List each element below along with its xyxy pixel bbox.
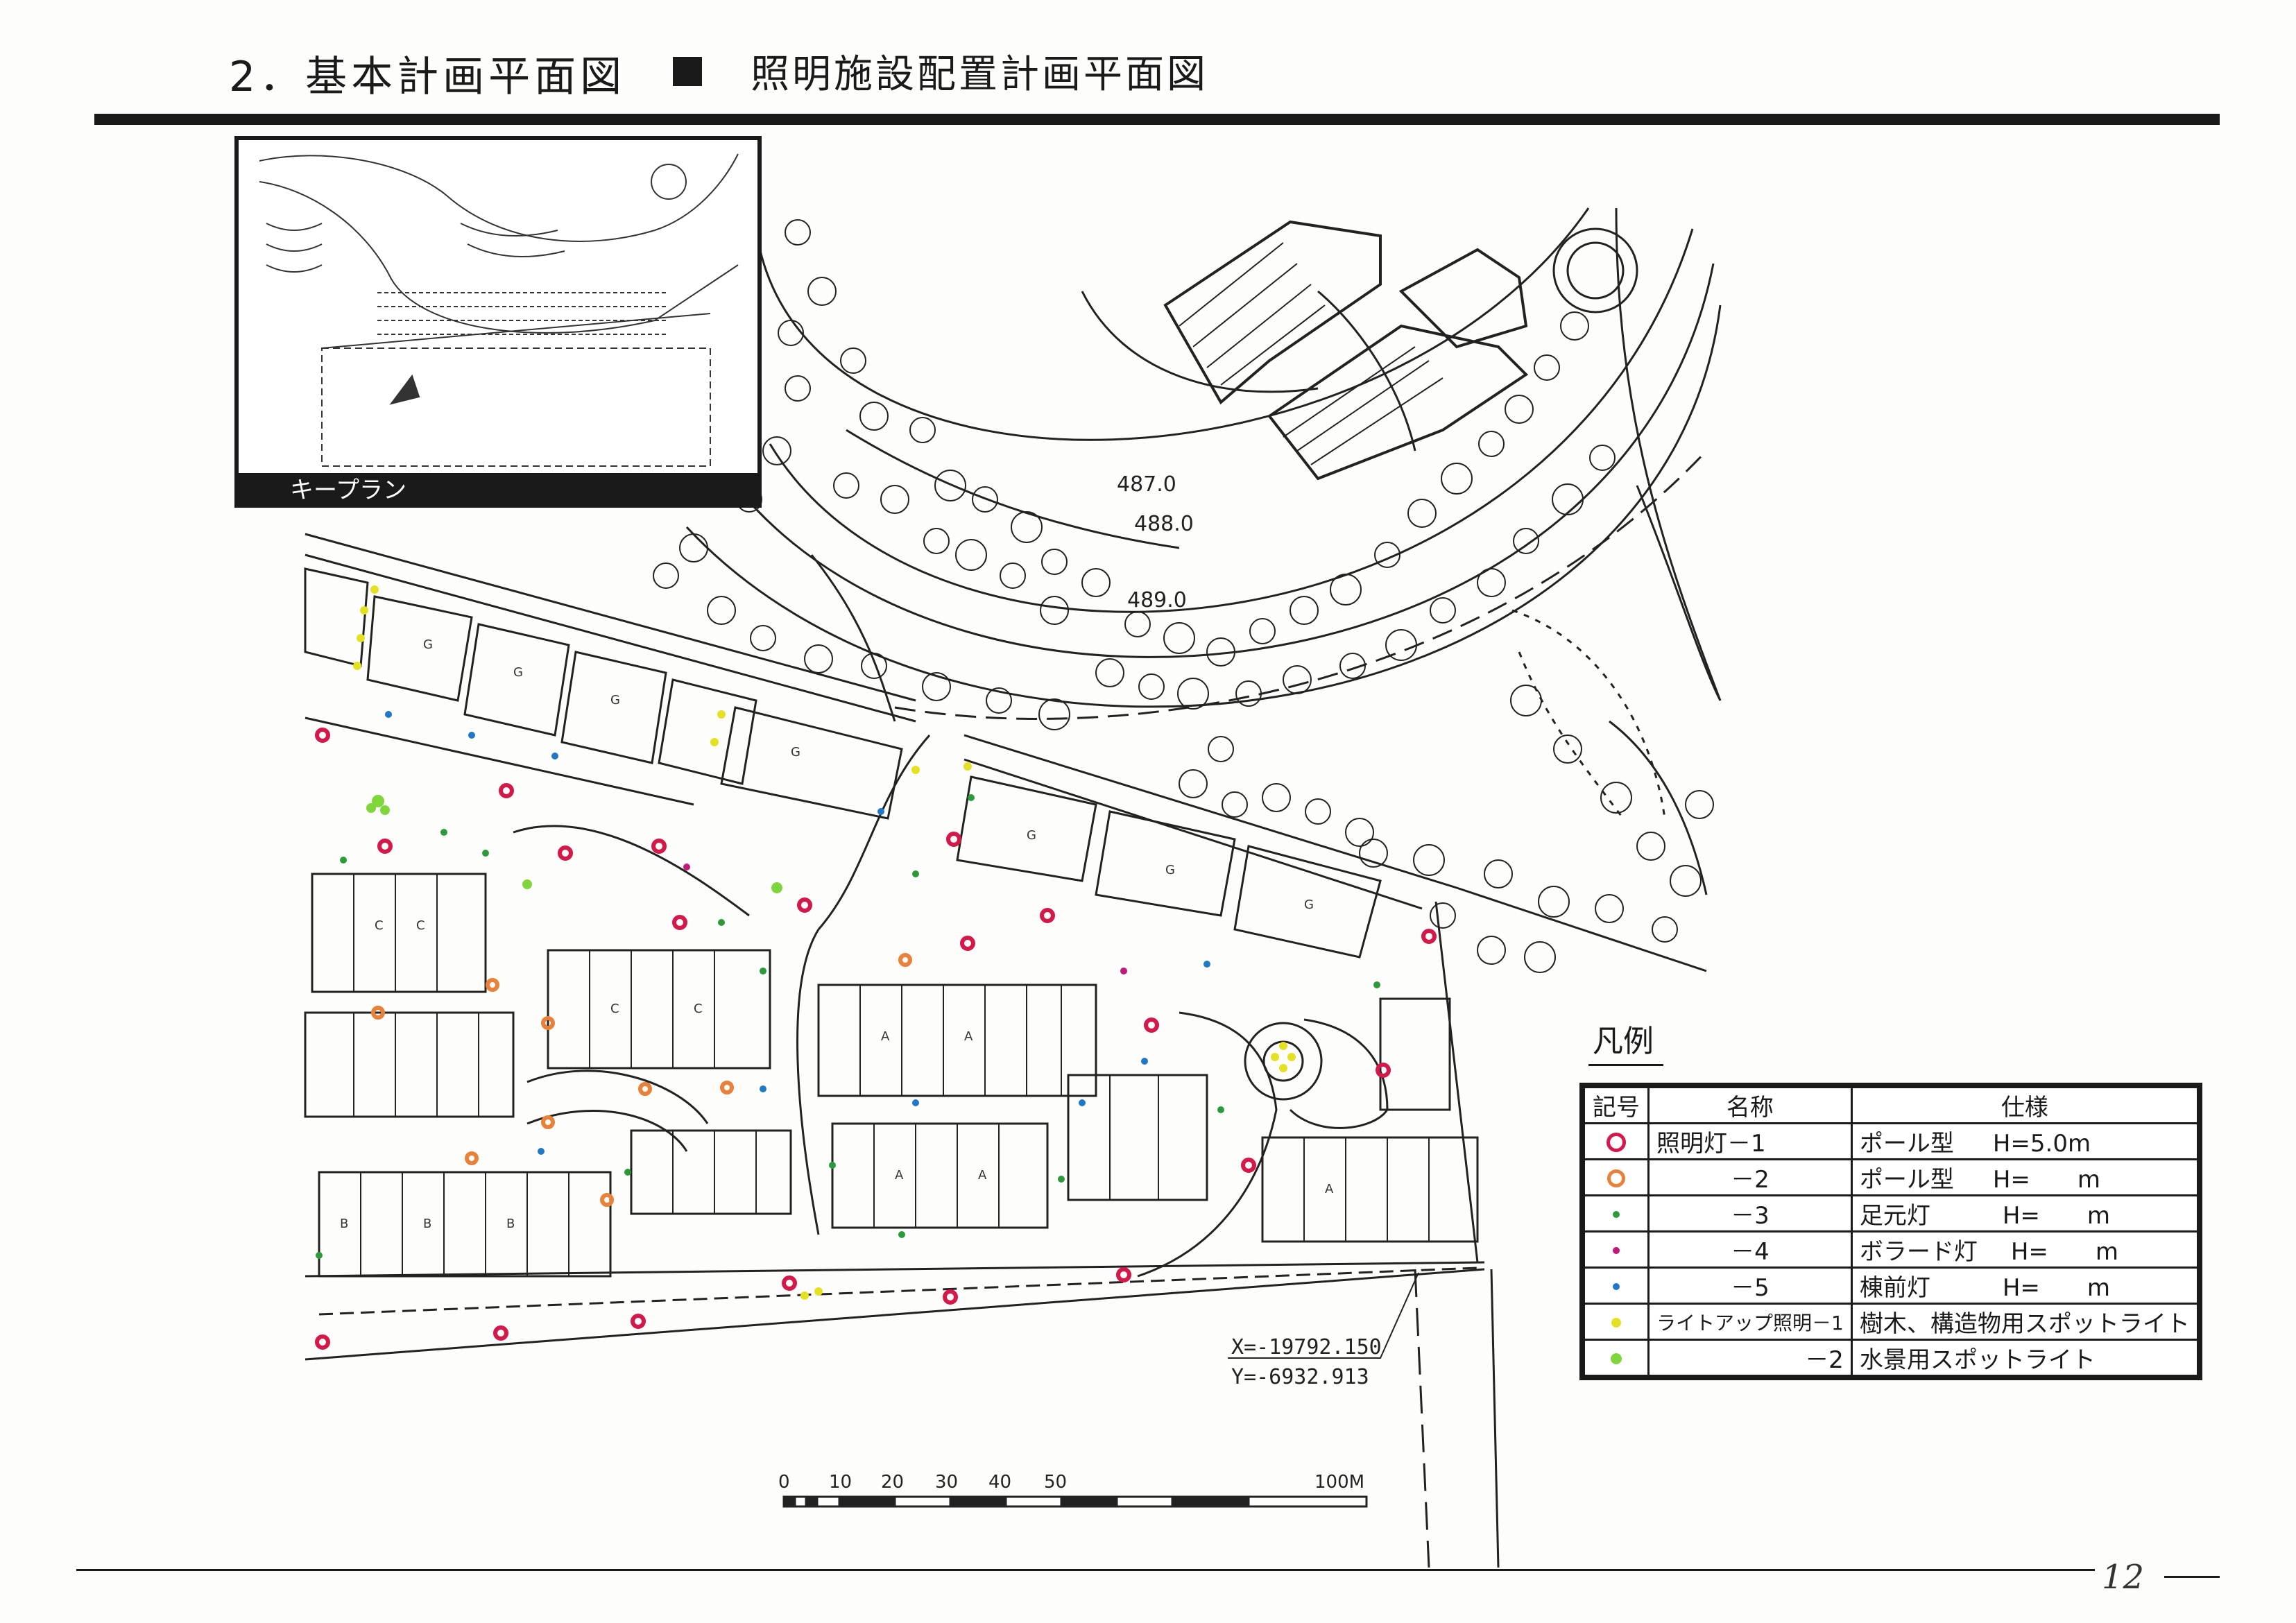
svg-text:A: A — [881, 1029, 890, 1044]
svg-text:A: A — [1325, 1182, 1334, 1196]
svg-text:G: G — [423, 637, 433, 652]
svg-text:A: A — [978, 1168, 987, 1183]
legend-col-symbol: 記号 — [1583, 1086, 1650, 1124]
svg-text:B: B — [506, 1217, 515, 1231]
legend-name: 照明灯－1 — [1647, 1122, 1853, 1160]
unit-letters: G G G G G G G C C C C A A A A A B B B — [340, 637, 1334, 1231]
svg-text:C: C — [416, 918, 425, 933]
legend-header-row: 記号 名称 仕様 — [1583, 1086, 2199, 1124]
contour-label-487: 487.0 — [1117, 472, 1176, 497]
legend-spec: 樹木、構造物用スポットライト — [1850, 1303, 2199, 1341]
legend-name: ライトアップ照明－1 — [1647, 1303, 1853, 1341]
green-dot-icon — [1613, 1211, 1620, 1218]
yellow-dot-icon — [1611, 1318, 1621, 1328]
svg-text:C: C — [375, 918, 384, 933]
lime-dot-icon — [1611, 1353, 1622, 1364]
legend-heading: 凡例 — [1588, 1016, 1663, 1066]
svg-text:C: C — [610, 1002, 619, 1016]
small-light-dots — [316, 585, 1380, 1300]
svg-text:B: B — [423, 1217, 431, 1231]
svg-text:G: G — [791, 745, 800, 759]
svg-text:50: 50 — [1044, 1472, 1067, 1493]
orange-ring-icon — [1607, 1169, 1625, 1187]
legend-col-name: 名称 — [1647, 1086, 1853, 1124]
scale-bar: 0 10 20 30 40 50 100M — [778, 1472, 1368, 1508]
legend-name: －3 — [1647, 1194, 1853, 1233]
svg-text:B: B — [340, 1217, 348, 1231]
contour-label-489: 489.0 — [1127, 588, 1187, 612]
park-buildings — [1163, 220, 1529, 481]
header-rule — [94, 114, 2220, 125]
legend-col-spec: 仕様 — [1850, 1086, 2199, 1124]
key-plan — [234, 136, 762, 508]
key-plan-label: キープラン — [234, 473, 762, 508]
svg-text:10: 10 — [829, 1472, 852, 1493]
svg-text:G: G — [610, 693, 620, 707]
svg-text:G: G — [1304, 898, 1314, 912]
square-bullet-icon — [673, 56, 702, 86]
footer-rule — [76, 1569, 2095, 1571]
page-title: 2．基本計画平面図 — [229, 53, 626, 101]
svg-text:20: 20 — [881, 1472, 904, 1493]
svg-text:30: 30 — [935, 1472, 958, 1493]
svg-text:0: 0 — [778, 1472, 790, 1493]
page-number: 12 — [2102, 1558, 2145, 1597]
road-lines — [305, 533, 1707, 1568]
lighting-markers — [315, 728, 1437, 1350]
key-plan-map — [259, 153, 739, 467]
svg-text:A: A — [895, 1168, 904, 1183]
subtitle-block: 照明施設配置計画平面図 — [673, 43, 1208, 99]
svg-text:100M: 100M — [1314, 1472, 1364, 1493]
legend-row: －2 水景用スポットライト — [1583, 1339, 2199, 1377]
footer-rule-right — [2164, 1576, 2220, 1578]
svg-text:G: G — [513, 665, 523, 680]
legend-name: －2 — [1647, 1339, 1853, 1377]
contour-label-488: 488.0 — [1134, 512, 1194, 536]
legend-row: ライトアップ照明－1 樹木、構造物用スポットライト — [1583, 1303, 2199, 1341]
coordinate-x: X=-19792.150 — [1231, 1335, 1382, 1359]
coordinate-y: Y=-6932.913 — [1231, 1365, 1369, 1389]
subtitle: 照明施設配置計画平面図 — [751, 52, 1208, 97]
legend-name: －5 — [1647, 1266, 1853, 1305]
svg-text:A: A — [964, 1029, 973, 1044]
svg-text:G: G — [1027, 828, 1036, 843]
svg-text:40: 40 — [988, 1472, 1011, 1493]
magenta-dot-icon — [1613, 1247, 1620, 1254]
svg-text:C: C — [694, 1002, 703, 1016]
park-arcs — [685, 207, 1722, 895]
legend-name: －4 — [1647, 1230, 1853, 1269]
housing-blocks — [304, 567, 1479, 1278]
red-ring-icon — [1607, 1133, 1626, 1152]
legend-spec: 水景用スポットライト — [1850, 1339, 2199, 1377]
blue-dot-icon — [1613, 1283, 1620, 1290]
svg-text:G: G — [1165, 863, 1175, 877]
legend-name: －2 — [1647, 1158, 1853, 1196]
